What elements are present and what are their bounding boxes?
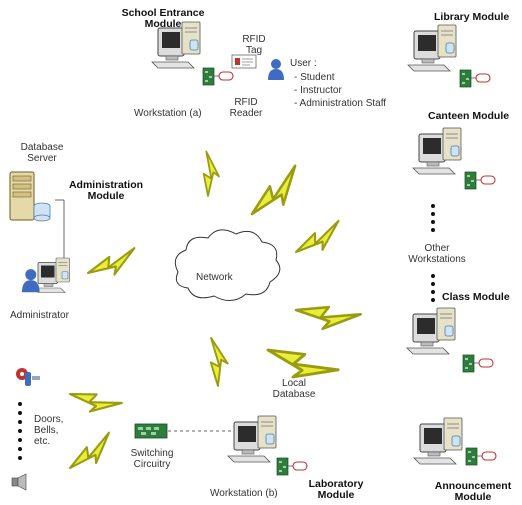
network-label: Network [196, 272, 233, 283]
class-workstation-icon [406, 307, 456, 355]
announcement-module-label: Announcement Module [434, 480, 512, 503]
laboratory-module-label: Laboratory Module [308, 478, 364, 501]
canteen-workstation-icon [412, 127, 462, 175]
rfid-tag-icon [231, 54, 257, 69]
announcement-workstation-icon [413, 417, 463, 465]
library-module-label: Library Module [434, 11, 510, 23]
laboratory-rfid-icon [276, 457, 308, 476]
administration-module-label: Administration Module [68, 179, 144, 202]
class-module-label: Class Module [442, 291, 510, 303]
lightning-bolt-icon [62, 431, 119, 474]
ellipsis-dots-right-bottom [431, 274, 435, 302]
lightning-bolt-icon [192, 150, 226, 199]
school-entrance-module-label: School Entrance Module [121, 7, 205, 30]
database-server-label: Database Server [20, 142, 64, 164]
user-title-label: User : [290, 58, 317, 69]
canteen-module-label: Canteen Module [428, 110, 510, 122]
user-admin-staff-label: - Administration Staff [294, 98, 387, 109]
administrator-label: Administrator [10, 310, 69, 321]
door-keys-icon [16, 368, 40, 386]
lightning-bolt-icon [289, 219, 346, 259]
library-rfid-icon [459, 69, 491, 88]
rfid-reader-label: RFID Reader [229, 97, 263, 119]
lightning-bolt-icon [84, 247, 139, 280]
lightning-bolt-icon [66, 377, 123, 425]
lightning-bolt-icon [292, 288, 362, 342]
user-instructor-label: - Instructor [294, 85, 342, 96]
ellipsis-dots-left [18, 402, 22, 460]
user-student-label: - Student [294, 72, 335, 83]
switching-circuitry-icon [134, 423, 168, 439]
switching-circuitry-label: Switching Circuitry [130, 448, 174, 470]
class-rfid-icon [462, 354, 494, 373]
announcement-rfid-icon [465, 447, 497, 466]
administrator-icon [22, 269, 40, 293]
lightning-bolt-icon [200, 336, 234, 388]
database-server-icon [9, 171, 51, 222]
rfid-reader-icon [202, 67, 234, 86]
workstation-b-label: Workstation (b) [210, 488, 278, 499]
speaker-icon [11, 473, 27, 491]
rfid-tag-label: RFID Tag [242, 34, 266, 56]
canteen-rfid-icon [464, 171, 496, 190]
other-workstations-label: Other Workstations [408, 243, 466, 265]
lightning-bolt-icon [240, 164, 310, 221]
network-cloud-icon [174, 229, 281, 301]
workstation-a-label: Workstation (a) [134, 108, 202, 119]
library-workstation-icon [407, 24, 457, 72]
local-database-label: Local Database [272, 378, 316, 400]
ellipsis-dots-right-top [431, 204, 435, 232]
user-icon [268, 59, 284, 80]
devices-label: Doors, Bells, etc. [34, 414, 64, 447]
workstation-b-icon [227, 415, 277, 463]
